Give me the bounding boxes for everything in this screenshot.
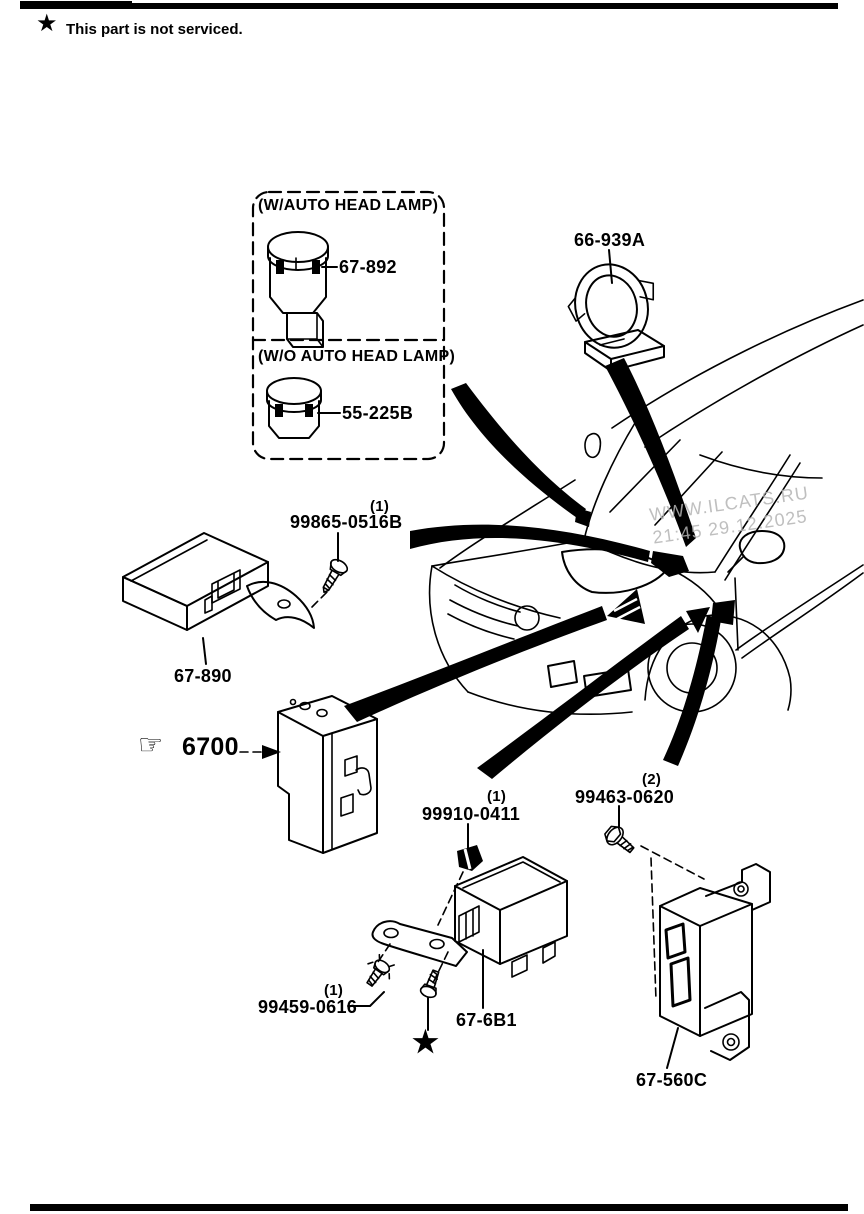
part-55-225B-label: 55-225B	[342, 403, 414, 423]
part-99463-0620-label: 99463-0620	[575, 787, 675, 807]
part-67-6B1-label: 67-6B1	[456, 1010, 517, 1030]
part-99459-0616-label: 99459-0616	[258, 997, 358, 1017]
leader-arrows	[344, 358, 735, 779]
relay-drawing	[454, 856, 568, 1009]
not-serviced-marker-star-icon: ★	[412, 1026, 440, 1059]
bracket-67890-drawing	[246, 580, 315, 629]
module-67560c-drawing	[659, 863, 771, 1069]
auto-light-sensor-drawing	[267, 231, 338, 348]
coil-ring-drawing	[567, 249, 665, 372]
part-67-892-label: 67-892	[339, 257, 397, 277]
light-sensor-drawing	[266, 377, 341, 439]
bottom-border-bar	[30, 1204, 848, 1211]
car-sketch	[428, 299, 864, 716]
option-with-autolamp-caption: (W/AUTO HEAD LAMP)	[258, 197, 439, 214]
screw-99865-drawing	[311, 532, 349, 608]
qty-99865-label: (1)	[370, 498, 390, 515]
screw-99459-drawing	[347, 953, 395, 1007]
not-serviced-note: This part is not serviced.	[66, 21, 243, 38]
pointing-hand-icon: ☞	[138, 729, 164, 760]
headlamp-option-box	[251, 190, 446, 461]
qty-99459-label: (1)	[324, 982, 344, 999]
screw-star-drawing	[419, 969, 440, 1031]
part-67-560C-label: 67-560C	[636, 1070, 708, 1090]
part-67-890-label: 67-890	[174, 666, 232, 686]
module-67890-drawing	[122, 532, 269, 665]
not-serviced-star-icon: ★	[36, 10, 58, 37]
part-99865-0516B-label: 99865-0516B	[290, 512, 403, 532]
top-border-bar-left	[20, 1, 132, 9]
clip-99910-drawing	[437, 823, 483, 926]
relay-bracket-drawing	[371, 920, 468, 984]
part-6700-label: 6700	[182, 733, 239, 761]
part-99910-0411-label: 99910-0411	[422, 804, 521, 824]
bolt-99463-drawing	[604, 805, 705, 1001]
qty-99910-label: (1)	[487, 788, 507, 805]
qty-99463-label: (2)	[642, 771, 662, 788]
part-66-939A-label: 66-939A	[574, 230, 646, 250]
top-border-bar	[20, 3, 838, 9]
fusebox-drawing	[239, 695, 378, 854]
option-without-autolamp-caption: (W/O AUTO HEAD LAMP)	[258, 348, 456, 365]
